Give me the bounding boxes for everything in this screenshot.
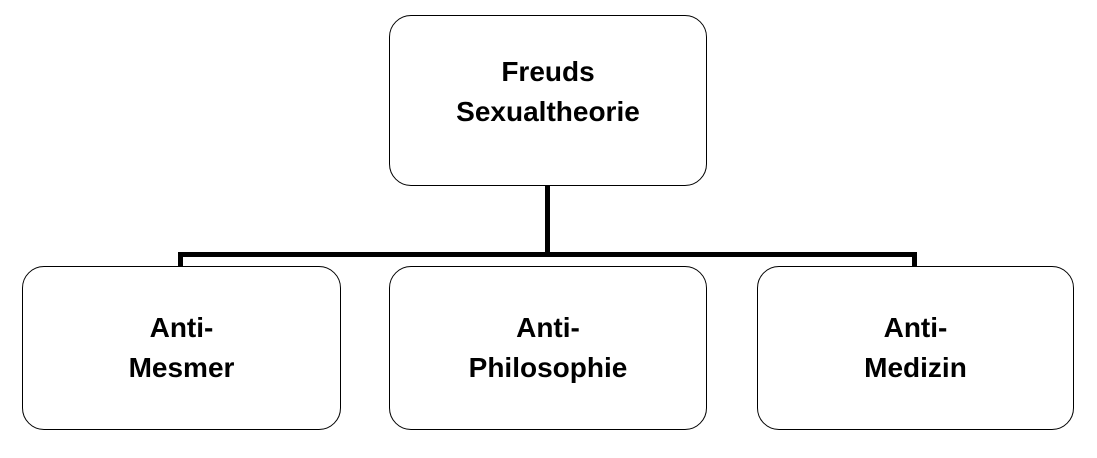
connector-drop-to-anti-medizin <box>912 252 917 270</box>
connector-root-to-bus <box>545 183 550 257</box>
node-anti-mesmer-label: Anti- Mesmer <box>128 312 235 383</box>
connector-horizontal-bus <box>178 252 917 257</box>
node-anti-philosophie[interactable]: Anti- Philosophie <box>389 266 707 430</box>
node-anti-medizin[interactable]: Anti- Medizin <box>757 266 1074 430</box>
node-root-freuds-sexualtheorie[interactable]: Freuds Sexualtheorie <box>389 15 707 186</box>
node-anti-medizin-label: Anti- Medizin <box>864 312 967 383</box>
node-anti-mesmer[interactable]: Anti- Mesmer <box>22 266 341 430</box>
node-anti-philosophie-label: Anti- Philosophie <box>468 312 628 383</box>
node-root-label: Freuds Sexualtheorie <box>456 55 640 127</box>
connector-drop-to-anti-mesmer <box>178 252 183 270</box>
